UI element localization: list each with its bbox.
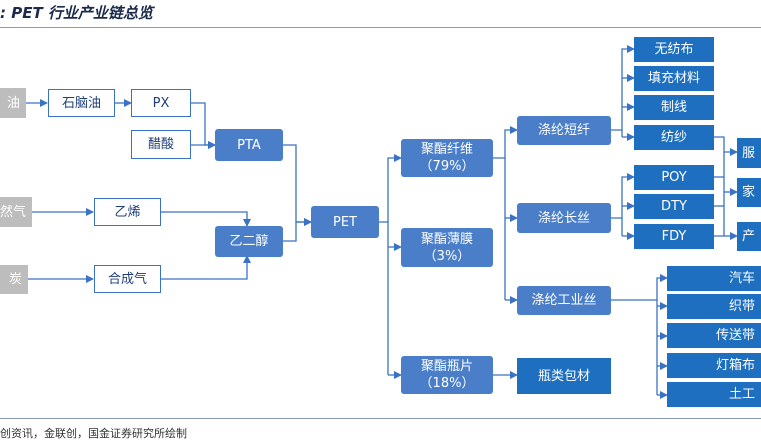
fdy-box: FDY (634, 224, 714, 249)
polyester-fiber-box: 聚酯纤维 （79%） (401, 139, 493, 177)
ethylene-glycol-box: 乙二醇 (215, 226, 283, 257)
spinning-box: 纺纱 (634, 125, 714, 150)
nonwoven-box: 无纺布 (634, 37, 714, 62)
footer-divider (0, 418, 761, 419)
lightbox-cloth-box: 灯箱布 (667, 353, 761, 378)
pet-box: PET (311, 206, 379, 238)
poy-box: POY (634, 165, 714, 190)
title-divider (0, 27, 761, 28)
page-title: : PET 行业产业链总览 (0, 4, 153, 22)
polyester-film-box: 聚酯薄膜 （3%） (401, 228, 493, 267)
px-box: PX (131, 89, 191, 117)
conveyor-belt-box: 传送带 (667, 323, 761, 348)
crude-oil-box: 油 (0, 88, 26, 118)
filling-material-box: 填充材料 (634, 66, 714, 91)
webbing-box: 织带 (667, 294, 761, 319)
apparel-box: 服 (737, 138, 761, 168)
geotextile-box: 土工 (667, 382, 761, 407)
bottle-packaging-box: 瓶类包材 (517, 358, 611, 394)
industrial-yarn-box: 涤纶工业丝 (517, 286, 611, 315)
industrial-use-box: 产 (737, 222, 761, 251)
source-note: 创资讯，金联创，国金证券研究所绘制 (0, 427, 187, 440)
home-textile-box: 家 (737, 178, 761, 207)
thread-making-box: 制线 (634, 95, 714, 120)
natural-gas-box: 然气 (0, 197, 32, 227)
staple-fiber-box: 涤纶短纤 (517, 116, 611, 145)
syngas-box: 合成气 (94, 265, 161, 293)
coal-box: 炭 (0, 265, 28, 294)
filament-box: 涤纶长丝 (517, 203, 611, 233)
naphtha-box: 石脑油 (48, 89, 115, 117)
acetic-acid-box: 醋酸 (131, 130, 191, 159)
bottle-chip-box: 聚酯瓶片 （18%） (401, 356, 493, 394)
pta-box: PTA (215, 129, 283, 161)
automotive-box: 汽车 (667, 266, 761, 291)
ethylene-box: 乙烯 (94, 198, 161, 226)
dty-box: DTY (634, 194, 714, 219)
